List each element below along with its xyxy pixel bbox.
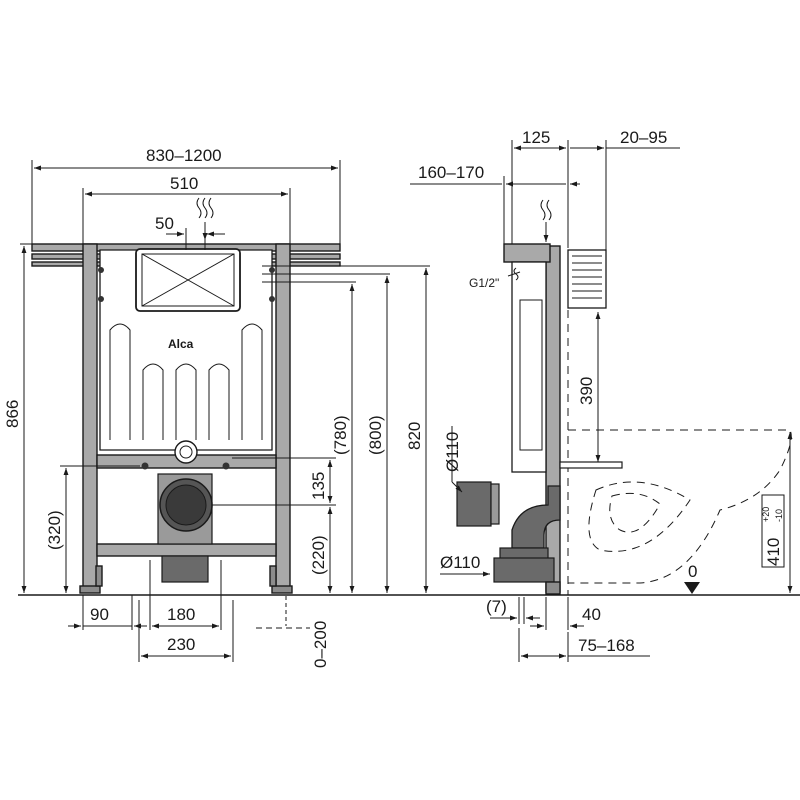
dim-height-135: 135: [309, 472, 328, 500]
right-post: [275, 243, 291, 591]
dim-button-offset: 50: [155, 214, 174, 233]
side-post: [545, 245, 561, 593]
front-view: Alca: [31, 197, 341, 594]
dim-floor-adjust: 0–200: [311, 621, 330, 668]
dim-depth-40: 40: [582, 605, 601, 624]
dim-width-230: 230: [167, 635, 195, 654]
dim-height-800: (800): [366, 415, 385, 455]
dim-width-180: 180: [167, 605, 195, 624]
wc-bowl-outline: [568, 429, 792, 584]
dim-bowl-height: 410: [764, 538, 783, 566]
front-dimensions: 830–1200 510 50 866 (320) 90 180: [3, 146, 430, 668]
dim-depth-125: 125: [522, 128, 550, 147]
dim-bowl-tol-minus: -10: [774, 509, 784, 522]
dim-bowl-tol-plus: +20: [761, 507, 771, 522]
dim-width-90: 90: [90, 605, 109, 624]
drain-pipe: [161, 555, 209, 583]
left-post: [82, 243, 98, 591]
dim-depth-75-168: 75–168: [578, 636, 635, 655]
label-diameter-110-top: Ø110: [443, 432, 462, 472]
label-zero-level: 0: [688, 562, 697, 581]
brand-logo: Alca: [168, 337, 194, 351]
label-diameter-110-bottom: Ø110: [440, 553, 480, 572]
side-dimensions: 125 20–95 160–170 G1/2" 390 Ø110 Ø110 41…: [410, 128, 793, 662]
dim-height-780: (780): [331, 415, 350, 455]
dim-depth-20-95: 20–95: [620, 128, 667, 147]
dim-frame-width: 510: [170, 174, 198, 193]
dim-depth-160-170: 160–170: [418, 163, 484, 182]
label-thread: G1/2": [469, 276, 499, 290]
dim-total-height: 866: [3, 400, 22, 428]
dim-height-390: 390: [577, 377, 596, 405]
dim-height-820: 820: [405, 422, 424, 450]
dim-gap-7: (7): [486, 597, 507, 616]
dim-height-220: (220): [309, 535, 328, 575]
dim-overall-width: 830–1200: [146, 146, 222, 165]
side-view: [456, 199, 792, 595]
dim-height-320: (320): [45, 510, 64, 550]
